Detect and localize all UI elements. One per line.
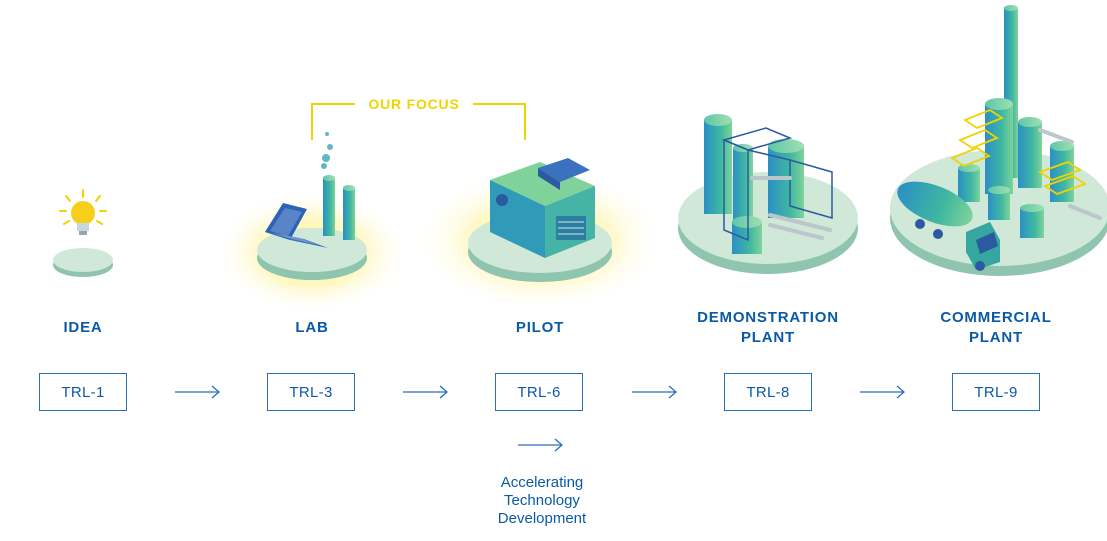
arrow-right-icon	[632, 385, 677, 399]
accelerating-arrow-icon	[518, 438, 563, 452]
trl-box-8: TRL-8	[724, 373, 812, 411]
demonstration-plant-icon	[678, 114, 858, 274]
stage-title-lab: LAB	[295, 319, 329, 336]
commercial-plant-icon	[890, 5, 1107, 276]
laptop-lab-icon	[214, 132, 410, 314]
trl-box-6: TRL-6	[495, 373, 583, 411]
arrow-right-icon	[860, 385, 905, 399]
stage-title-idea: IDEA	[63, 319, 103, 336]
arrow-right-icon	[175, 385, 220, 399]
our-focus-label: OUR FOCUS	[355, 96, 473, 112]
trl-box-1: TRL-1	[39, 373, 127, 411]
arrow-right-icon	[403, 385, 448, 399]
lightbulb-icon	[53, 189, 113, 277]
pilot-unit-icon	[415, 158, 665, 312]
trl-box-3: TRL-3	[267, 373, 355, 411]
stage-title-pilot: PILOT	[515, 319, 565, 336]
accelerating-technology-caption: Accelerating Technology Development	[497, 474, 587, 527]
trl-box-9: TRL-9	[952, 373, 1040, 411]
